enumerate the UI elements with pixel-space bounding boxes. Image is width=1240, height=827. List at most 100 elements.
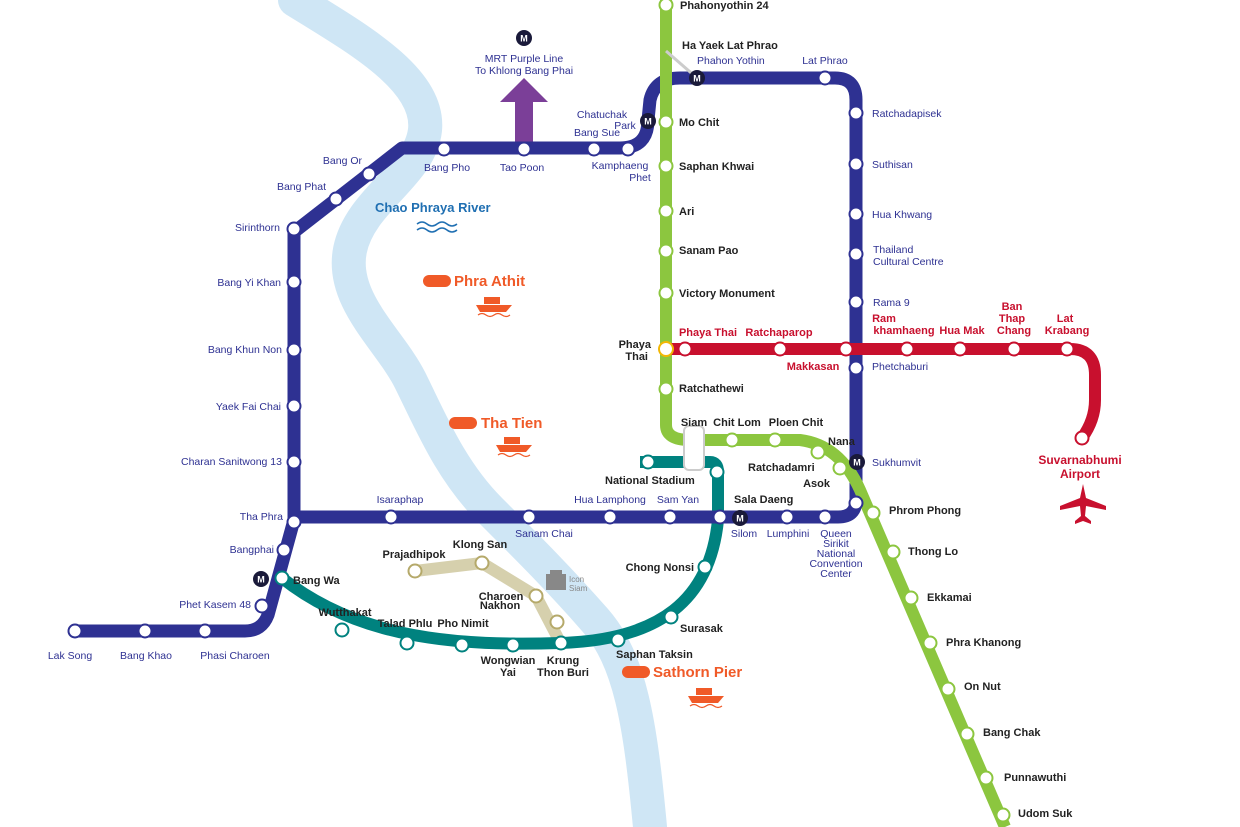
station-marker[interactable] (436, 141, 452, 157)
station-label-blue-qsncc-1[interactable]: Queen (820, 528, 852, 540)
station-label-blue-charan-13[interactable]: Charan Sanitwong 13 (181, 456, 282, 468)
station-label-teal-surasak[interactable]: Surasak (680, 623, 724, 635)
station-marker[interactable] (952, 341, 968, 357)
station-label-blue-silom[interactable]: Silom (731, 528, 758, 540)
station-label-blue-suthisan[interactable]: Suthisan (872, 159, 913, 171)
station-marker[interactable] (658, 285, 674, 301)
station-marker[interactable] (848, 294, 864, 310)
station-marker[interactable] (899, 341, 915, 357)
station-label-blue-bang-pho[interactable]: Bang Pho (424, 162, 470, 174)
station-marker[interactable] (658, 203, 674, 219)
station-marker[interactable] (817, 70, 833, 86)
station-label-teal-wongwian-2[interactable]: Yai (500, 667, 516, 679)
station-marker[interactable] (528, 588, 544, 604)
station-label-green-phahonyothin-24[interactable]: Phahonyothin 24 (680, 0, 770, 12)
station-marker[interactable] (334, 622, 350, 638)
station-label-blue-sam-yan[interactable]: Sam Yan (657, 494, 699, 506)
station-label-blue-hua-khwang[interactable]: Hua Khwang (872, 209, 932, 221)
station-label-blue-sukhumvit[interactable]: Sukhumvit (872, 457, 921, 469)
station-label-green-punnawuthi[interactable]: Punnawuthi (1004, 772, 1066, 784)
station-label-green-saphan-khwai[interactable]: Saphan Khwai (679, 161, 754, 173)
station-label-green-ratchathewi[interactable]: Ratchathewi (679, 383, 744, 395)
station-marker[interactable] (978, 770, 994, 786)
station-marker[interactable] (640, 454, 656, 470)
station-marker[interactable] (399, 635, 415, 651)
station-label-teal-talad-phlu[interactable]: Talad Phlu (378, 618, 433, 630)
station-marker[interactable] (903, 590, 919, 606)
station-label-teal-krung-2[interactable]: Thon Buri (537, 667, 589, 679)
station-label-red-makkasan[interactable]: Makkasan (787, 361, 840, 373)
station-marker[interactable] (383, 509, 399, 525)
station-marker[interactable] (658, 243, 674, 259)
station-label-blue-thailand-cc-1[interactable]: Thailand (873, 244, 913, 256)
station-label-blue-kamphaeng-phet-2[interactable]: Phet (629, 172, 651, 184)
station-label-blue-phet-kasem-48[interactable]: Phet Kasem 48 (179, 599, 251, 611)
station-marker[interactable] (959, 726, 975, 742)
station-marker[interactable] (286, 274, 302, 290)
station-label-blue-qsncc-5[interactable]: Center (820, 568, 852, 580)
station-label-blue-chatuchak-2[interactable]: Park (614, 120, 636, 132)
station-marker[interactable] (658, 158, 674, 174)
station-label-blue-tha-phra[interactable]: Tha Phra (240, 511, 283, 523)
station-label-blue-lat-phrao[interactable]: Lat Phrao (802, 55, 848, 67)
station-label-green-phra-khanong[interactable]: Phra Khanong (946, 637, 1021, 649)
station-label-gold-prajadhipok[interactable]: Prajadhipok (383, 549, 447, 561)
station-label-green-phaya-thai-2[interactable]: Thai (625, 351, 648, 363)
station-label-green-chit-lom[interactable]: Chit Lom (713, 417, 761, 429)
station-marker[interactable] (361, 166, 377, 182)
station-label-blue-rama-9[interactable]: Rama 9 (873, 297, 910, 309)
station-label-teal-ratchadamri[interactable]: Ratchadamri (748, 462, 815, 474)
station-label-green-on-nut[interactable]: On Nut (964, 681, 1001, 693)
station-label-blue-thailand-cc-2[interactable]: Cultural Centre (873, 256, 944, 268)
station-marker[interactable] (885, 544, 901, 560)
station-label-teal-krung-1[interactable]: Krung (547, 655, 579, 667)
station-marker[interactable] (610, 632, 626, 648)
station-marker[interactable] (549, 614, 565, 630)
station-marker[interactable] (553, 635, 569, 651)
station-marker[interactable] (677, 341, 693, 357)
station-marker[interactable] (848, 156, 864, 172)
station-marker[interactable] (832, 460, 848, 476)
station-label-green-phrom-phong[interactable]: Phrom Phong (889, 505, 961, 517)
station-label-blue-bang-phat[interactable]: Bang Phat (277, 181, 326, 193)
station-marker[interactable] (940, 681, 956, 697)
station-label-blue-bangphai[interactable]: Bangphai (230, 544, 274, 556)
station-marker[interactable] (286, 342, 302, 358)
station-label-blue-sirinthorn[interactable]: Sirinthorn (235, 222, 280, 234)
station-label-green-ekkamai[interactable]: Ekkamai (927, 592, 972, 604)
station-marker[interactable] (709, 464, 725, 480)
station-label-teal-national-stadium[interactable]: National Stadium (605, 475, 695, 487)
station-marker[interactable] (586, 141, 602, 157)
station-label-green-ploen-chit[interactable]: Ploen Chit (769, 417, 824, 429)
station-marker[interactable] (724, 432, 740, 448)
station-marker[interactable] (848, 206, 864, 222)
station-marker[interactable] (662, 509, 678, 525)
station-label-blue-phetchaburi[interactable]: Phetchaburi (872, 361, 928, 373)
station-label-red-hua-mak[interactable]: Hua Mak (939, 325, 985, 337)
station-label-gold-charoen-1[interactable]: Charoen (479, 591, 524, 603)
station-marker[interactable] (454, 637, 470, 653)
station-label-blue-phasi-charoen[interactable]: Phasi Charoen (200, 650, 270, 662)
station-marker[interactable] (286, 514, 302, 530)
station-label-green-asok[interactable]: Asok (803, 478, 831, 490)
station-label-blue-hua-lamphong[interactable]: Hua Lamphong (574, 494, 646, 506)
station-label-blue-bang-khun-non[interactable]: Bang Khun Non (208, 344, 282, 356)
station-marker[interactable] (67, 623, 83, 639)
station-marker[interactable] (658, 381, 674, 397)
station-label-blue-qsncc-3[interactable]: National (817, 548, 856, 560)
station-label-blue-kamphaeng-phet-1[interactable]: Kamphaeng (592, 160, 649, 172)
station-marker[interactable] (620, 141, 636, 157)
station-marker[interactable] (848, 360, 864, 376)
station-marker[interactable] (328, 191, 344, 207)
station-label-gold-klong-san[interactable]: Klong San (453, 539, 508, 551)
station-marker[interactable] (286, 454, 302, 470)
station-label-teal-wongwian-1[interactable]: Wongwian (481, 655, 536, 667)
station-marker[interactable] (602, 509, 618, 525)
station-label-teal-pho-nimit[interactable]: Pho Nimit (437, 618, 489, 630)
station-marker[interactable] (658, 0, 674, 13)
station-marker[interactable] (658, 114, 674, 130)
station-label-blue-isaraphap[interactable]: Isaraphap (377, 494, 424, 506)
station-marker[interactable] (254, 598, 270, 614)
station-label-green-siam[interactable]: Siam (681, 417, 708, 429)
station-marker[interactable] (865, 505, 881, 521)
